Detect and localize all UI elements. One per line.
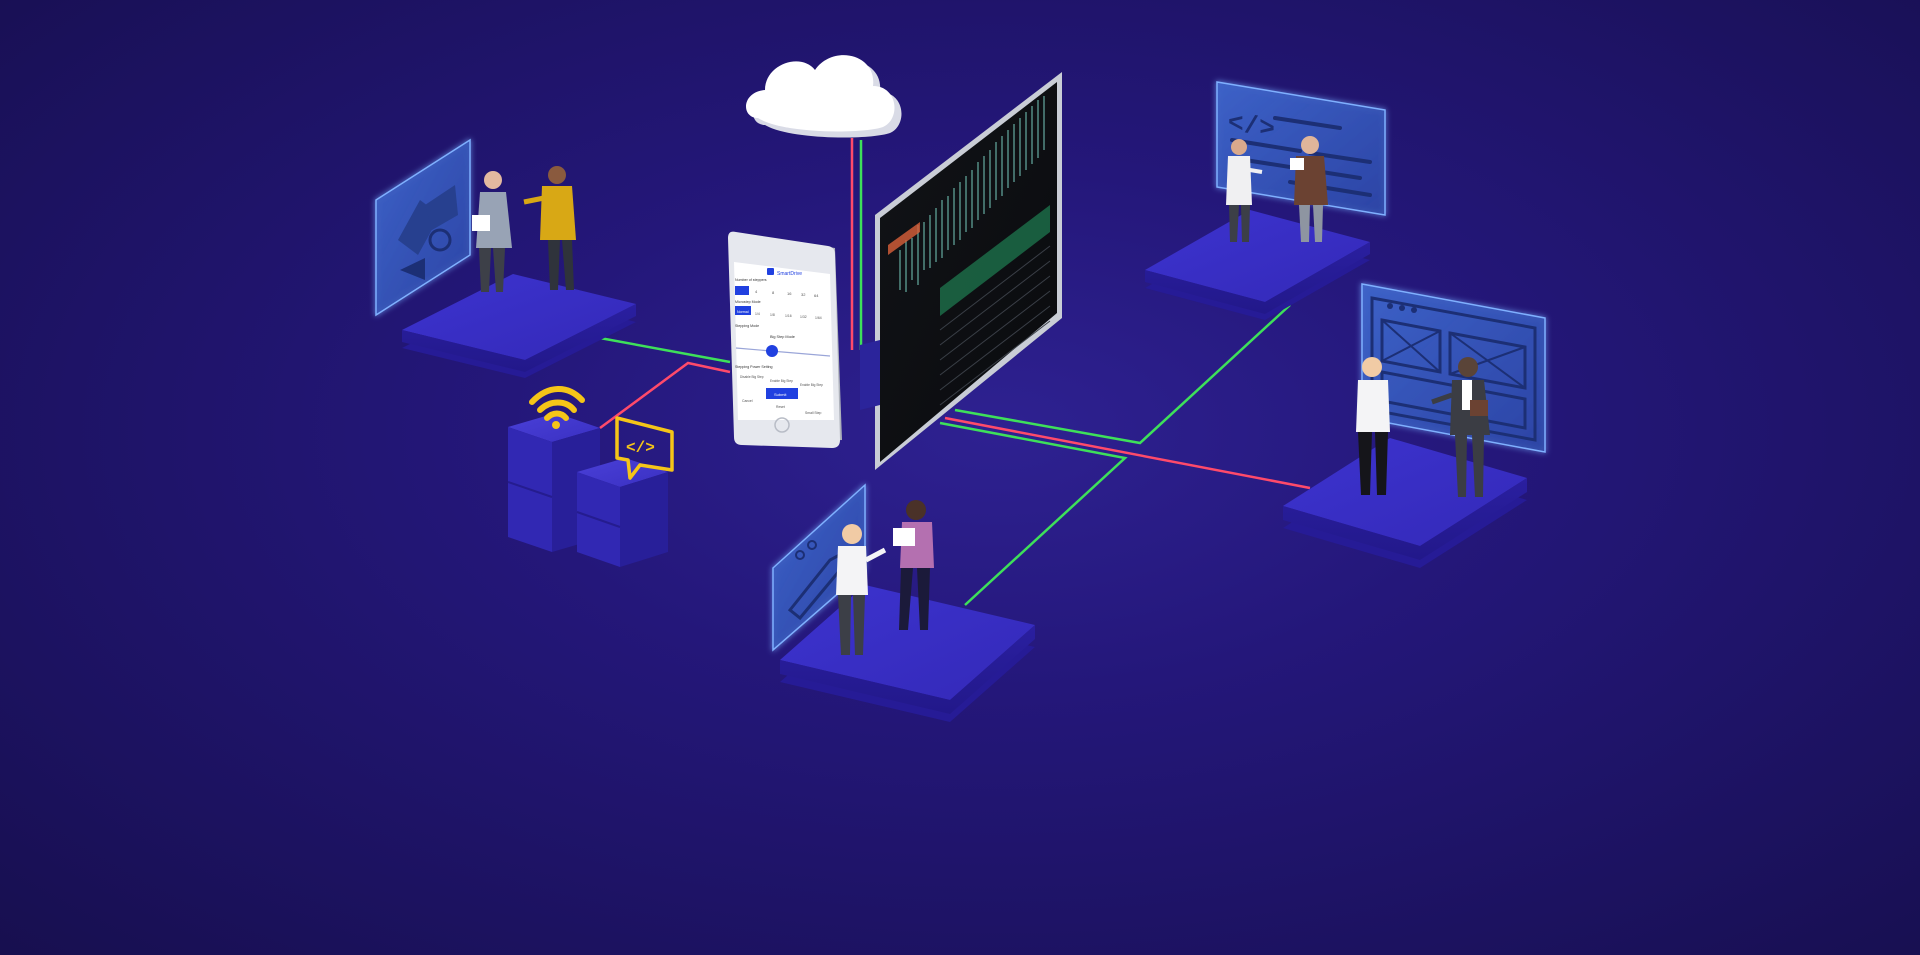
platform-top-left [402, 274, 636, 378]
mode-value-5: 1/64 [815, 316, 822, 320]
footer-small-step: Small Step [805, 411, 822, 415]
cloud-icon [746, 55, 902, 138]
line-red-left [599, 361, 731, 430]
section-stepping-mode: Stepping Mode [735, 324, 759, 328]
platform-top-right [1145, 210, 1370, 320]
person-blonde [1356, 357, 1390, 495]
slider-label: Big Step Mode [770, 335, 795, 339]
server-cubes [507, 413, 668, 567]
step-value-4: 4 [755, 289, 758, 294]
app-name: SmartDrive [777, 271, 802, 277]
person-gesturing [836, 524, 887, 655]
code-chat-symbol: </> [626, 439, 655, 457]
person-white-shirt-woman [1226, 139, 1263, 242]
option-enable-2: Enable Big Step [800, 383, 823, 387]
mode-value-3: 1/16 [785, 314, 792, 318]
person-yellow-jacket [523, 166, 576, 290]
footer-reset: Reset [776, 405, 785, 409]
submit-label: Submit [774, 392, 787, 397]
home-button [774, 417, 790, 433]
step-value-64: 64 [814, 293, 819, 298]
person-pink-top [893, 500, 934, 630]
option-disable: Disable Big Step [740, 375, 764, 379]
mode-chip-selected [735, 306, 751, 315]
mode-value-4: 1/32 [800, 315, 807, 319]
section-power: Stepping Power Setting [735, 365, 773, 369]
line-green-left [599, 336, 731, 364]
wifi-icon [529, 386, 585, 429]
line-red-right [944, 416, 1311, 490]
step-chip-selected [735, 286, 749, 295]
step-value-16: 16 [787, 291, 792, 296]
mode-value-2: 1/8 [770, 313, 775, 317]
code-chat-icon: </> [615, 416, 674, 480]
waveform [899, 96, 1045, 292]
slider-thumb [766, 345, 778, 357]
mode-value-1: 1/4 [755, 312, 760, 316]
data-rows [939, 245, 1051, 406]
submit-chip [766, 388, 798, 399]
person-bald-man [472, 171, 512, 292]
connection-lines [599, 138, 1311, 606]
section-steppers: Number of steppers [735, 278, 767, 282]
monitor [860, 72, 1062, 470]
step-value-8: 8 [772, 290, 775, 295]
slider-track [735, 347, 831, 357]
phone [728, 231, 842, 448]
person-dark-vest [1431, 357, 1490, 497]
line-green-topright [954, 304, 1291, 445]
option-enable-1: Enable Big Step [770, 379, 793, 383]
phone-screen-content: SmartDrive Number of steppers 4 8 16 32 … [735, 268, 831, 415]
line-green-bottom [939, 421, 1128, 606]
platform-right [1283, 438, 1527, 568]
mode-selected: Normal [737, 310, 749, 314]
target-icon [428, 228, 452, 252]
person-brown-vest [1290, 136, 1328, 242]
footer-cancel: Cancel [742, 399, 753, 403]
panel-strategy [375, 138, 471, 317]
step-value-32: 32 [801, 292, 806, 297]
section-microstep: Microstep Mode [735, 300, 761, 304]
